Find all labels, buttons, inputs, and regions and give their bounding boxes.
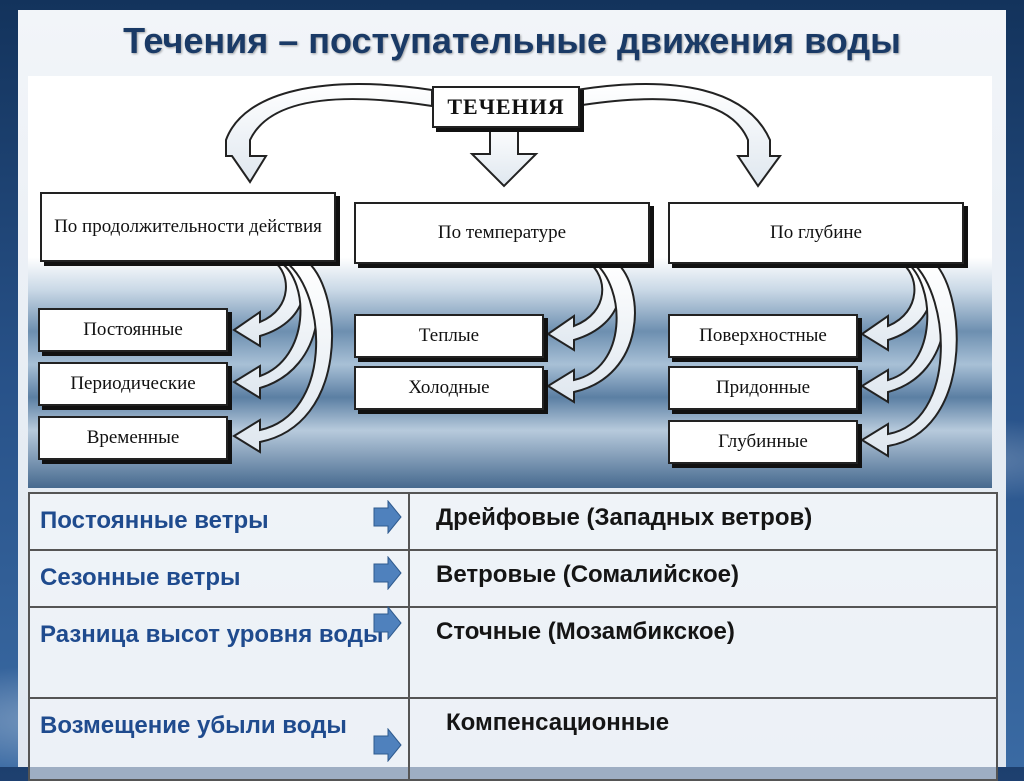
category-depth-box: По глубине (668, 202, 964, 264)
item-bottom: Придонные (668, 366, 858, 410)
item-cold: Холодные (354, 366, 544, 410)
item-warm: Теплые (354, 314, 544, 358)
cause-cell: Постоянные ветры (28, 492, 410, 551)
arrow-right-icon (373, 500, 402, 534)
item-surface: Поверхностные (668, 314, 858, 358)
root-arrow-middle (469, 123, 539, 188)
type-cell: Компенсационные (408, 696, 998, 781)
root-box: ТЕЧЕНИЯ (432, 86, 580, 128)
root-arrow-left (225, 83, 433, 184)
category1-arrows (232, 261, 334, 454)
category3-arrows (860, 261, 958, 458)
table-row: Возмещение убыли воды Компенсационные (28, 696, 998, 781)
category-duration-box: По продолжительности действия (40, 192, 336, 262)
cause-cell: Сезонные ветры (28, 548, 410, 608)
table-row: Постоянные ветры Дрейфовые (Западных вет… (28, 492, 998, 551)
type-cell: Ветровые (Сомалийское) (408, 548, 998, 608)
table-row: Сезонные ветры Ветровые (Сомалийское) (28, 548, 998, 608)
type-cell: Дрейфовые (Западных ветров) (408, 492, 998, 551)
slide-title: Течения – поступательные движения воды (123, 20, 901, 61)
item-deep: Глубинные (668, 420, 858, 464)
arrow-right-icon (373, 606, 402, 640)
cause-cell: Возмещение убыли воды (28, 696, 410, 781)
table-row: Разница высот уровня воды Сточные (Мозам… (28, 605, 998, 699)
classification-diagram: ТЕЧЕНИЯ По продолжительности действия По… (28, 76, 992, 488)
root-arrow-right (575, 83, 782, 188)
causes-table: Постоянные ветры Дрейфовые (Западных вет… (28, 492, 998, 781)
type-cell: Сточные (Мозамбикское) (408, 605, 998, 699)
arrow-right-icon (373, 556, 402, 590)
item-periodic: Периодические (38, 362, 228, 406)
cause-cell: Разница высот уровня воды (28, 605, 410, 699)
diagram-arrows (225, 83, 958, 458)
arrow-right-icon (373, 728, 402, 762)
category-temperature-box: По температуре (354, 202, 650, 264)
item-permanent: Постоянные (38, 308, 228, 352)
item-temporary: Временные (38, 416, 228, 460)
category2-arrows (546, 261, 636, 404)
